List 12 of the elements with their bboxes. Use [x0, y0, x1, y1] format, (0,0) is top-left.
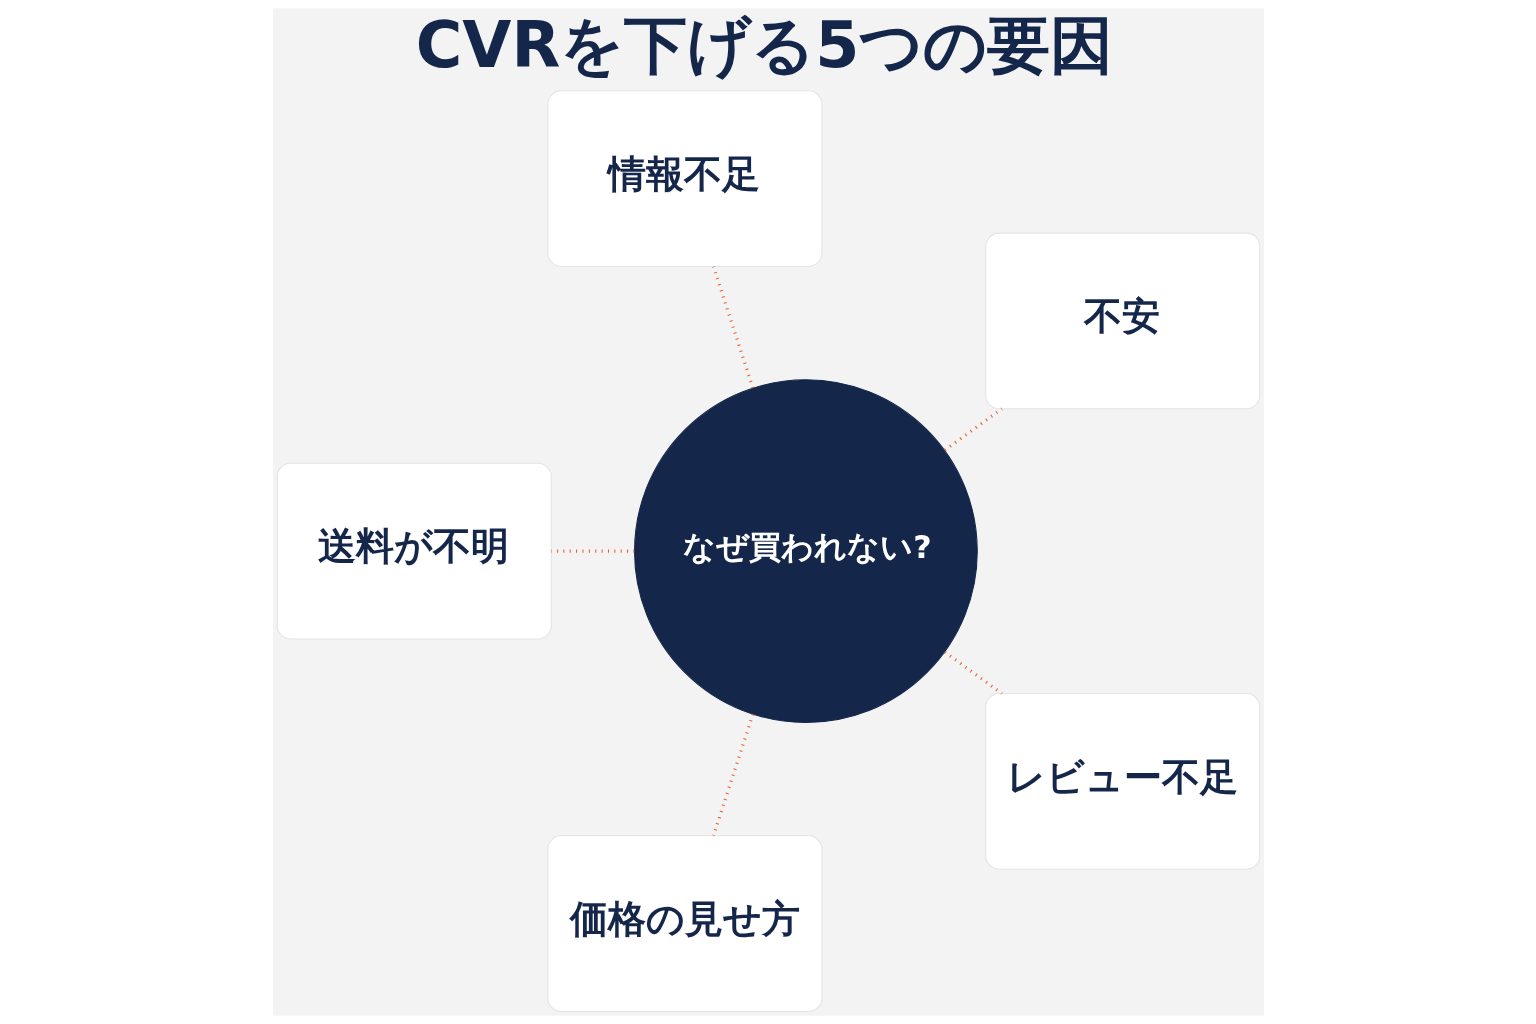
node-box: 情報不足: [546, 90, 822, 267]
connector: [943, 407, 1003, 452]
node-box: レビュー不足: [984, 693, 1260, 870]
connector: [550, 549, 634, 553]
connector: [711, 266, 754, 389]
node-box: 価格の見せ方: [546, 835, 822, 1012]
node-circle: なぜ買われない?: [633, 379, 978, 724]
node-box: 送料が不明: [276, 462, 552, 640]
node-box: 不安: [984, 232, 1260, 410]
connector: [943, 650, 1003, 695]
connector: [711, 713, 754, 836]
diagram-title: CVRを下げる5つの要因: [415, 7, 1113, 82]
